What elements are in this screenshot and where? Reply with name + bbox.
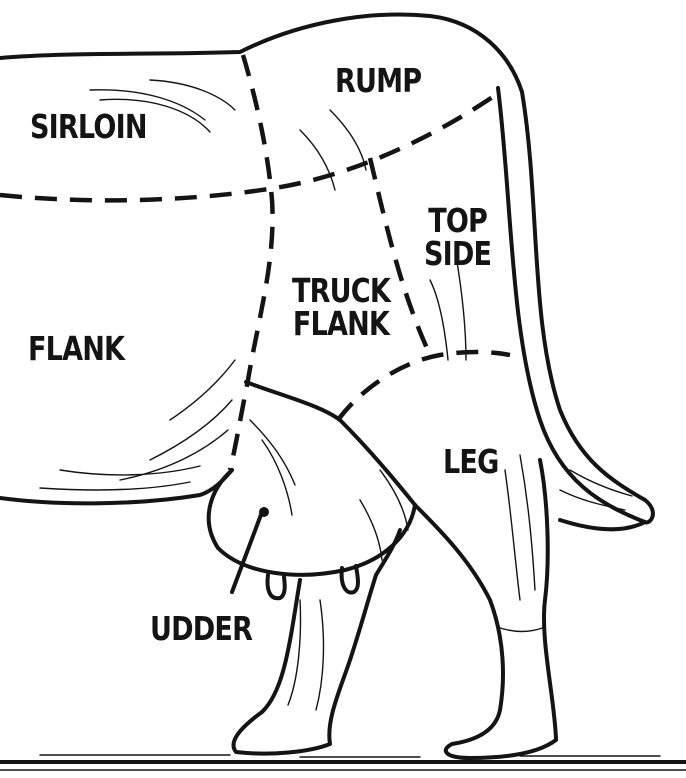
label-truck-flank-line-1: TRUCK: [292, 274, 390, 307]
label-top-side: TOP SIDE: [424, 204, 491, 270]
label-flank: FLANK: [28, 332, 124, 365]
ground-shadow: [0, 755, 686, 770]
label-leg: LEG: [443, 445, 498, 478]
cut-line-leg: [338, 352, 510, 420]
label-udder: UDDER: [150, 612, 252, 645]
label-rump: RUMP: [335, 64, 421, 97]
label-top-side-line-1: TOP: [424, 204, 491, 237]
label-truck-flank: TRUCK FLANK: [292, 274, 390, 340]
udder-pointer-line: [232, 512, 262, 592]
label-truck-flank-line-2: FLANK: [292, 307, 390, 340]
label-sirloin: SIRLOIN: [30, 110, 147, 143]
label-top-side-line-2: SIDE: [424, 237, 491, 270]
udder-pointer-dot: [259, 507, 269, 517]
cut-line-sirloin-rump: [230, 55, 273, 470]
